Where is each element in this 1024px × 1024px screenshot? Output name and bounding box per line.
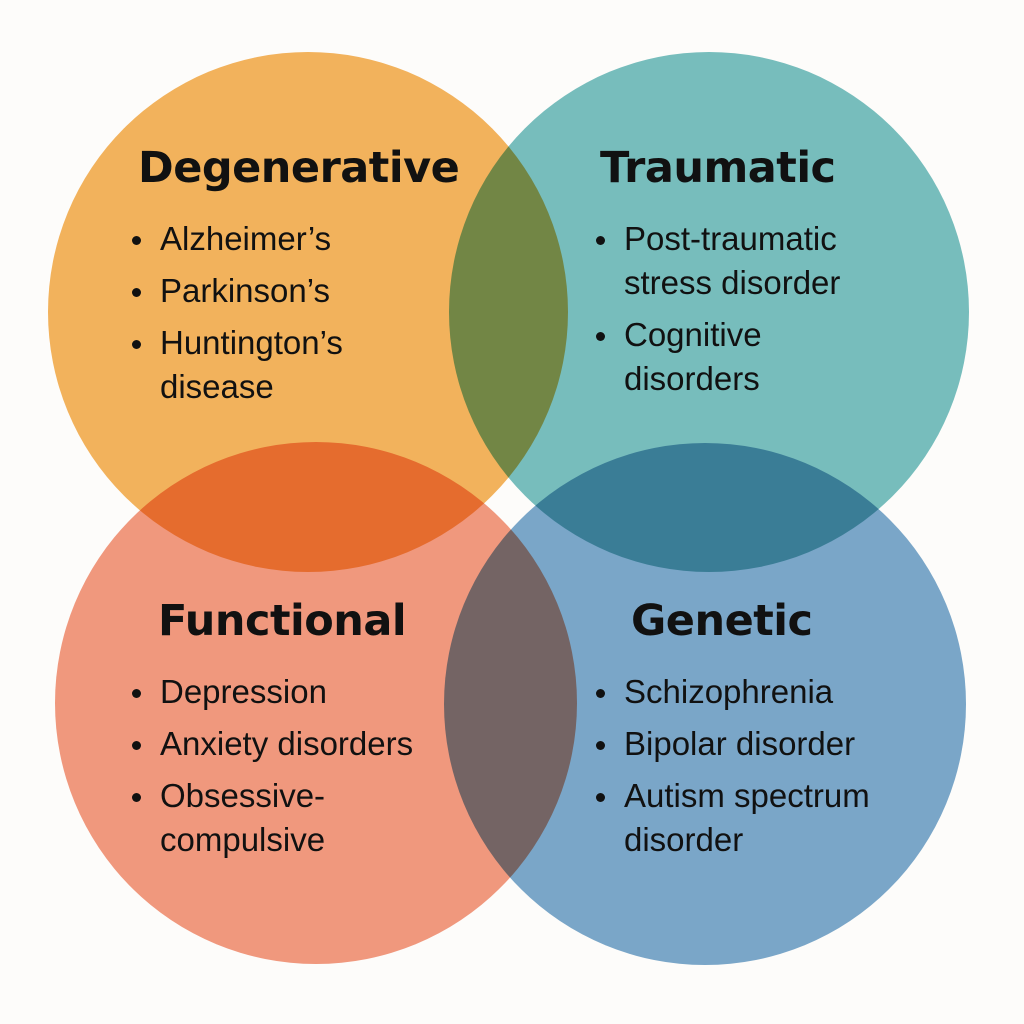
group-title: Functional [158,596,407,646]
bullet-icon [132,236,141,245]
list-item: Schizophrenia [594,670,870,714]
circle-functional [55,442,577,964]
bullet-icon [596,236,605,245]
list-item: Parkinson’s [130,269,459,313]
bullet-icon [132,741,141,750]
bullet-icon [596,332,605,341]
item-list: Depression Anxiety disorders Obsessive- … [130,670,413,862]
list-item: Alzheimer’s [130,217,459,261]
group-title: Traumatic [600,143,836,193]
group-traumatic: Traumatic Post-traumatic stress disorder… [594,147,840,409]
list-item: Huntington’s disease [130,321,459,409]
item-list: Alzheimer’s Parkinson’s Huntington’s dis… [130,217,459,409]
bullet-icon [132,288,141,297]
bullet-icon [596,689,605,698]
list-item: Cognitive disorders [594,313,840,401]
list-item: Obsessive- compulsive [130,774,413,862]
bullet-icon [596,741,605,750]
circle-traumatic [449,52,969,572]
group-genetic: Genetic Schizophrenia Bipolar disorder A… [594,600,870,870]
list-item: Autism spectrum disorder [594,774,870,862]
item-list: Schizophrenia Bipolar disorder Autism sp… [594,670,870,862]
bullet-icon [596,793,605,802]
group-functional: Functional Depression Anxiety disorders … [130,600,413,870]
group-title: Degenerative [138,143,460,193]
group-title: Genetic [631,596,813,646]
bullet-icon [132,689,141,698]
bullet-icon [132,793,141,802]
group-degenerative: Degenerative Alzheimer’s Parkinson’s Hun… [130,143,460,417]
bullet-icon [132,340,141,349]
list-item: Depression [130,670,413,714]
list-item: Bipolar disorder [594,722,870,766]
item-list: Post-traumatic stress disorder Cognitive… [594,217,840,401]
list-item: Anxiety disorders [130,722,413,766]
circle-genetic [444,443,966,965]
circle-degenerative [48,52,568,572]
list-item: Post-traumatic stress disorder [594,217,840,305]
